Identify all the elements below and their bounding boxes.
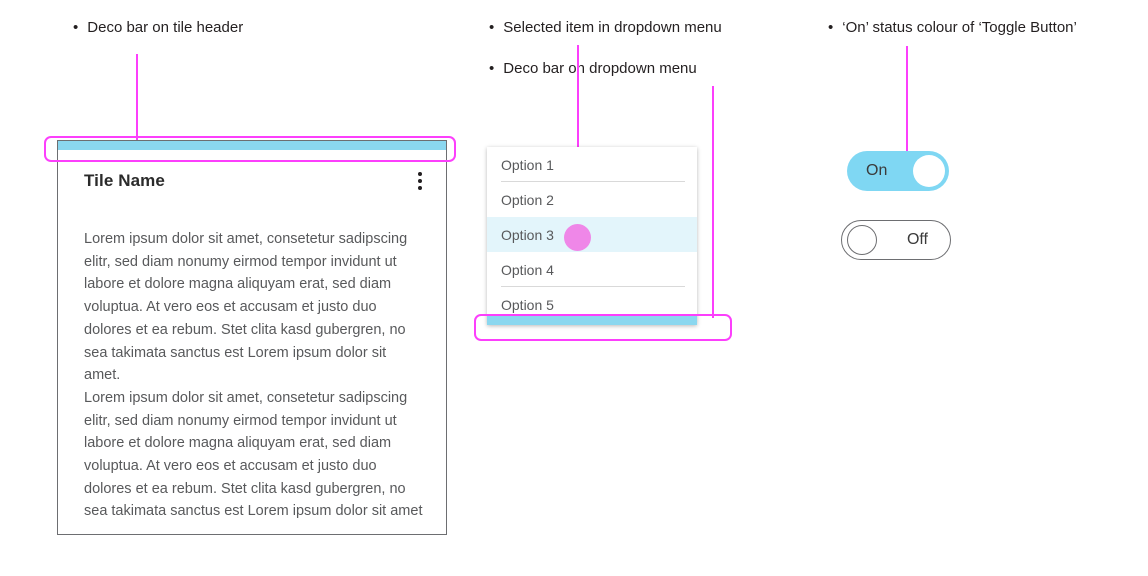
toggle-off-knob xyxy=(847,225,877,255)
dropdown-item-label: Option 5 xyxy=(501,296,554,313)
bullet-icon: • xyxy=(828,19,834,36)
toggle-button-on[interactable]: On xyxy=(847,151,949,191)
dropdown-item-option-2[interactable]: Option 2 xyxy=(487,182,697,217)
connector-line-selected-item xyxy=(577,45,579,237)
tile-paragraph: Lorem ipsum dolor sit amet, consetetur s… xyxy=(84,389,423,520)
annotation-on-status-colour-toggle: • ‘On’ status colour of ‘Toggle Button’ xyxy=(828,18,1077,37)
annotation-label: Deco bar on dropdown menu xyxy=(503,60,697,77)
annotation-label: Deco bar on tile header xyxy=(87,19,244,36)
annotation-deco-bar-dropdown: • Deco bar on dropdown menu xyxy=(489,59,697,78)
kebab-dot xyxy=(418,172,422,176)
toggle-button-off[interactable]: Off xyxy=(841,220,951,260)
tile-deco-bar xyxy=(58,141,446,150)
dropdown-item-label: Option 4 xyxy=(501,261,554,278)
connector-line-dropdown-deco-bar xyxy=(712,86,714,318)
tile-card: Tile Name Lorem ipsum dolor sit amet, co… xyxy=(57,140,447,535)
connector-line-tile-deco-bar xyxy=(136,54,138,141)
highlight-box-tile-deco-bar xyxy=(44,136,456,162)
annotation-label: ‘On’ status colour of ‘Toggle Button’ xyxy=(842,19,1077,36)
toggle-off-label: Off xyxy=(906,231,928,248)
dropdown-item-label: Option 2 xyxy=(501,191,554,208)
dropdown-list: Option 1 Option 2 Option 3 Option 4 Opti… xyxy=(487,147,697,316)
tile-header: Tile Name xyxy=(58,150,446,192)
dropdown-item-label: Option 1 xyxy=(501,156,554,173)
dropdown-menu[interactable]: Option 1 Option 2 Option 3 Option 4 Opti… xyxy=(487,147,697,325)
tile-body: Lorem ipsum dolor sit amet, consetetur s… xyxy=(58,192,446,523)
dropdown-item-option-5[interactable]: Option 5 xyxy=(487,287,697,322)
dropdown-item-label: Option 3 xyxy=(501,226,554,243)
annotation-label: Selected item in dropdown menu xyxy=(503,19,722,36)
bullet-icon: • xyxy=(489,19,495,36)
toggle-on-label: On xyxy=(866,162,888,179)
bullet-icon: • xyxy=(73,19,79,36)
bullet-icon: • xyxy=(489,60,495,77)
kebab-menu-icon[interactable] xyxy=(414,170,426,192)
annotation-deco-bar-tile-header: • Deco bar on tile header xyxy=(73,18,243,37)
dropdown-item-option-4[interactable]: Option 4 xyxy=(487,252,697,287)
tile-paragraph: Lorem ipsum dolor sit amet, consetetur s… xyxy=(84,231,408,384)
highlight-box-dropdown-deco-bar xyxy=(474,314,732,341)
dropdown-item-option-3-selected[interactable]: Option 3 xyxy=(487,217,697,252)
connector-line-toggle-on xyxy=(906,46,908,163)
dropdown-deco-bar xyxy=(487,314,697,325)
dropdown-item-option-1[interactable]: Option 1 xyxy=(487,147,697,182)
toggle-on-knob xyxy=(913,155,945,187)
annotation-selected-item-dropdown: • Selected item in dropdown menu xyxy=(489,18,722,37)
kebab-dot xyxy=(418,179,422,183)
tile-title: Tile Name xyxy=(84,171,165,190)
kebab-dot xyxy=(418,186,422,190)
selection-marker-dot xyxy=(564,224,591,251)
